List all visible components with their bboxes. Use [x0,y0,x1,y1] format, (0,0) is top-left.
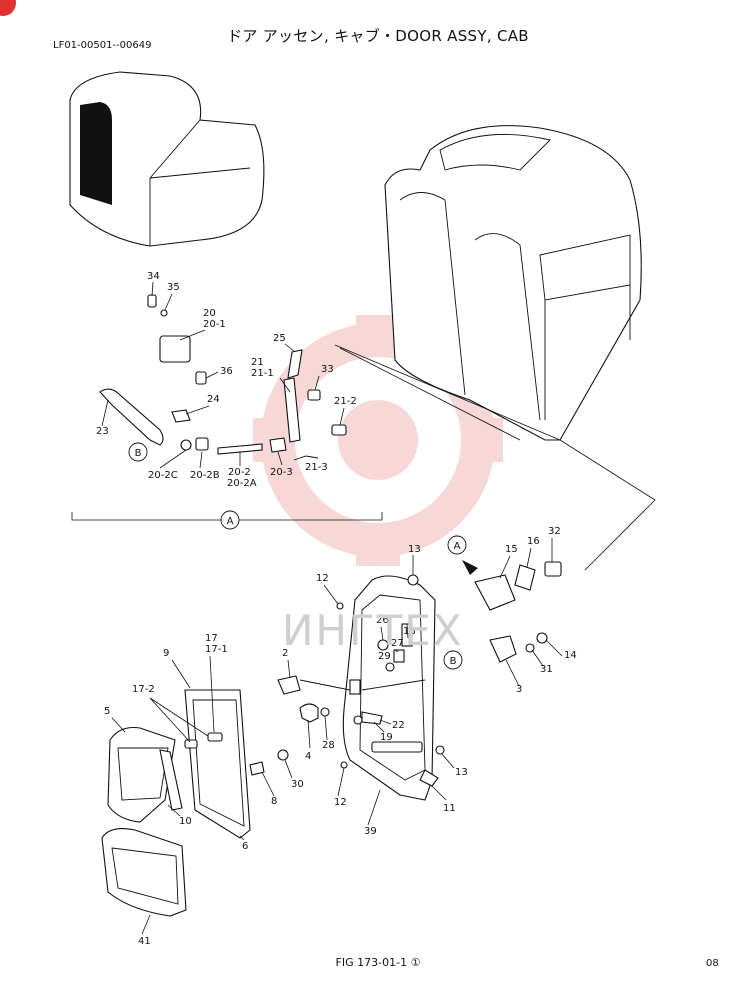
part-label-21: 21 [251,357,264,368]
page-title: ドア アッセン, キャブ・DOOR ASSY, CAB [227,27,529,45]
part-label-28: 28 [322,740,335,751]
part-label-20-2: 20-2 [228,467,251,478]
part-label-39: 39 [364,826,377,837]
part-label-25: 25 [273,333,286,344]
part-label-20-3: 20-3 [270,467,293,478]
part-label-2: 2 [282,648,288,659]
part-label-9: 9 [163,648,169,659]
callout-b-circle-right [443,650,463,670]
leader-lines [101,281,563,935]
part-label-3: 3 [516,684,522,695]
part-label-20-2b: 20-2B [190,470,220,481]
part-label-18: 18 [403,626,416,637]
callout-a-circle-right [447,535,467,555]
part-label-31: 31 [540,664,553,675]
callout-b-circle-left [128,442,148,462]
callout-b-label-right: B [450,656,457,667]
part-label-10: 10 [179,816,192,827]
part-label-16: 16 [527,536,540,547]
part-label-36: 36 [220,366,233,377]
part-label-20-2c: 20-2C [148,470,178,481]
part-label-21-3: 21-3 [305,462,328,473]
part-label-17-1: 17-1 [205,644,228,655]
part-label-5: 5 [104,706,110,717]
lock-parts [462,560,562,663]
part-label-35: 35 [167,282,180,293]
part-label-4: 4 [305,751,311,762]
callout-a-circle [220,510,240,530]
part-label-32: 32 [548,526,561,537]
part-label-27: 27 [391,638,404,649]
corner-mark [0,0,16,16]
part-label-21-1: 21-1 [251,368,274,379]
part-label-11: 11 [443,803,456,814]
part-label-23: 23 [96,426,109,437]
part-label-24: 24 [207,394,220,405]
page-number: 08 [706,958,719,969]
part-label-20-2a: 20-2A [227,478,257,489]
document-number: LF01-00501--00649 [53,40,152,51]
part-label-6: 6 [242,841,248,852]
part-label-13-top: 13 [408,544,421,555]
part-label-14: 14 [564,650,577,661]
part-label-20: 20 [203,308,216,319]
part-label-12-bottom: 12 [334,797,347,808]
callout-a-label-right: A [454,541,461,552]
part-label-29: 29 [378,651,391,662]
cab-frame-illustration [384,125,642,441]
part-label-13-bottom: 13 [455,767,468,778]
part-label-21-2: 21-2 [334,396,357,407]
watermark-text: ИНГТЕХ [282,606,464,655]
part-label-8: 8 [271,796,277,807]
door-small-parts [249,675,351,776]
glass-panes [101,689,251,917]
part-label-30: 30 [291,779,304,790]
part-label-17: 17 [205,633,218,644]
callout-a-label: A [227,516,234,527]
part-label-12-top: 12 [316,573,329,584]
part-label-26: 26 [376,615,389,626]
handle-assembly-20 [99,294,347,461]
part-label-15: 15 [505,544,518,555]
figure-number: FIG 173-01-1 ① [335,956,421,969]
part-label-19: 19 [380,732,393,743]
part-label-33: 33 [321,364,334,375]
part-label-20-1: 20-1 [203,319,226,330]
part-label-41: 41 [138,936,151,947]
part-label-22: 22 [392,720,405,731]
door-assembly-39 [336,574,445,801]
cab-overview-illustration [69,71,265,247]
part-label-17-2: 17-2 [132,684,155,695]
part-label-34: 34 [147,271,160,282]
callout-b-label-left: B [135,448,142,459]
